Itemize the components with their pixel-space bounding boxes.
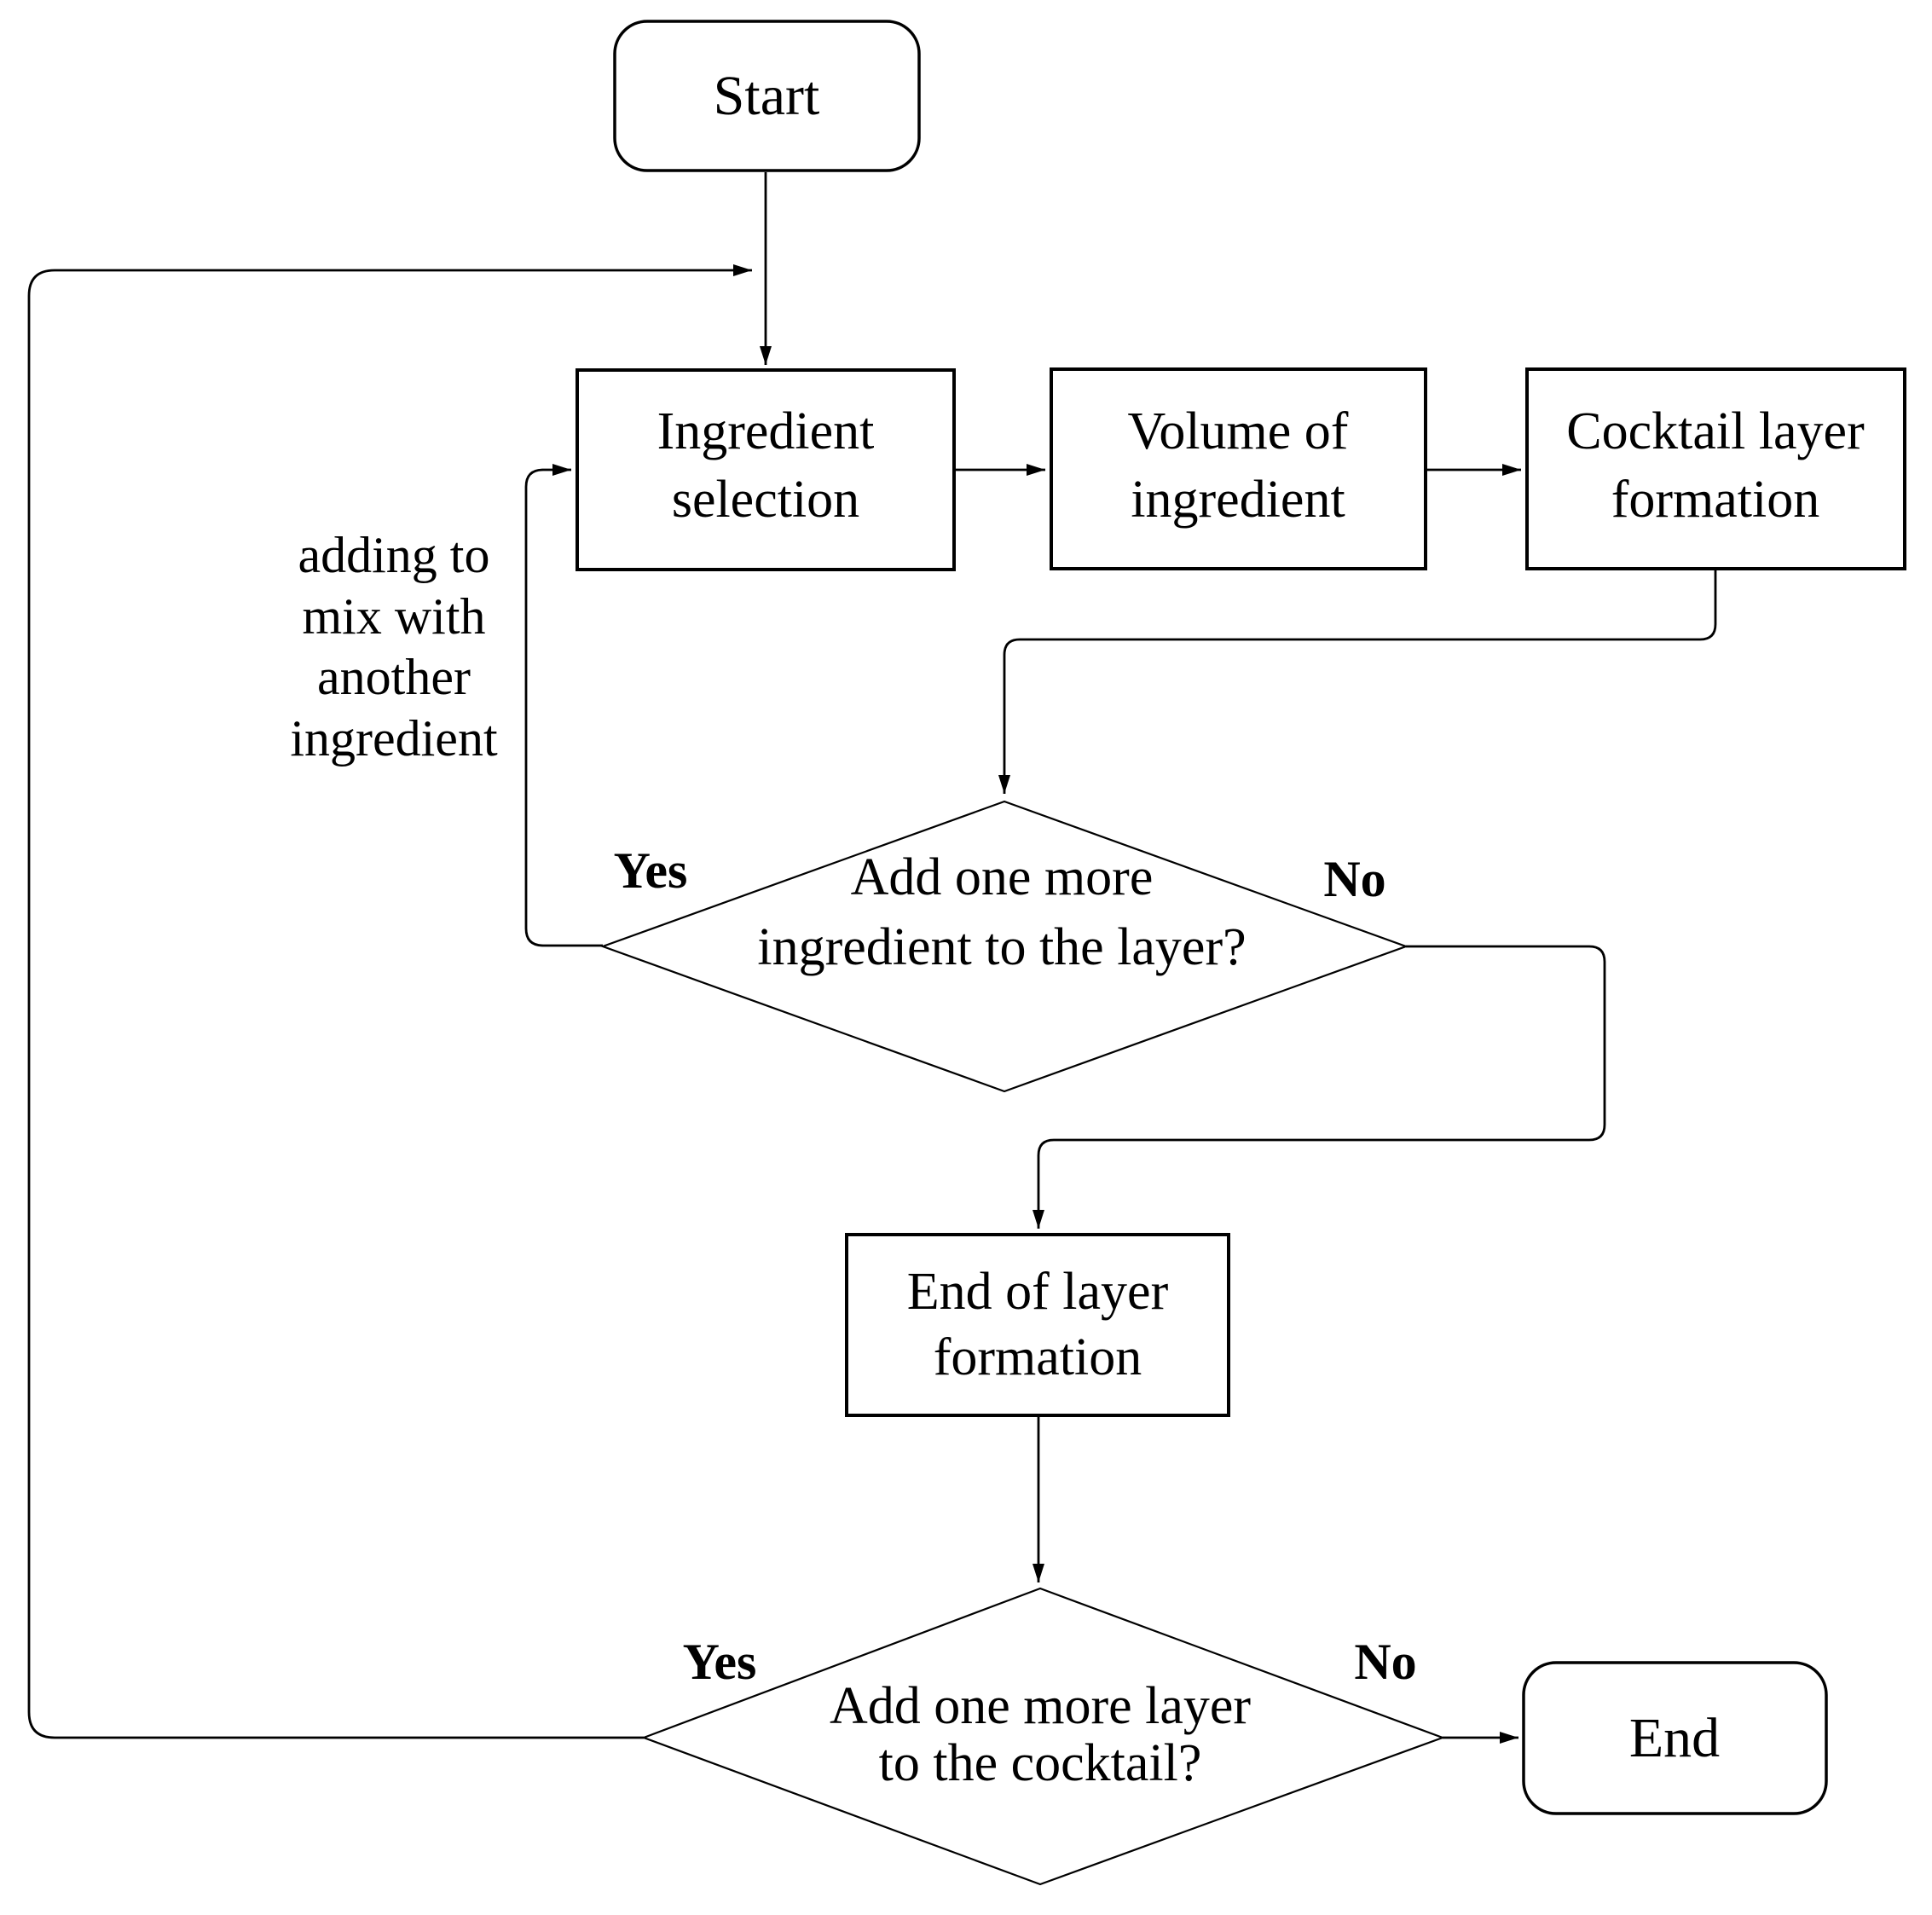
end-node (1522, 1661, 1828, 1815)
end-of-layer-formation-node (845, 1233, 1230, 1417)
loop-note-line3: another (317, 649, 471, 705)
edge-yes-ingredient-loop (524, 464, 603, 947)
ingredient-selection-node (576, 368, 956, 571)
loop-note-line2: mix with (302, 588, 485, 645)
cocktail-layer-line1: Cocktail layer (1566, 402, 1865, 460)
no-label-layer: No (1354, 1634, 1416, 1690)
loop-note-line4: ingredient (290, 710, 498, 767)
end-of-layer-line2: formation (934, 1328, 1142, 1386)
decision-add-ingredient-node (599, 800, 1409, 1093)
start-label: Start (714, 65, 820, 127)
cocktail-layer-formation-node (1525, 367, 1906, 570)
ingredient-selection-line2: selection (672, 471, 859, 529)
decision-add-ingredient-line2: ingredient to the layer? (757, 918, 1246, 976)
end-label: End (1629, 1707, 1720, 1769)
decision-add-layer-node (640, 1587, 1446, 1886)
no-label-ingredient: No (1323, 851, 1385, 907)
cocktail-layer-line2: formation (1611, 471, 1820, 529)
ingredient-selection-line1: Ingredient (657, 402, 875, 460)
decision-add-ingredient-line1: Add one more (851, 848, 1154, 906)
end-of-layer-line1: End of layer (907, 1263, 1169, 1321)
volume-of-ingredient-node (1050, 367, 1427, 570)
nodes: Start Ingredient selection Volume of ing… (576, 20, 1906, 1886)
decision-add-layer-line2: to the cocktail? (879, 1734, 1202, 1792)
edge-cocktail-to-decision1 (998, 569, 1717, 794)
volume-line2: ingredient (1131, 471, 1345, 529)
decision-add-layer-line1: Add one more layer (830, 1677, 1251, 1735)
loop-note: adding to mix with another ingredient (290, 527, 498, 767)
edge-no-to-end-of-layer (1033, 945, 1606, 1229)
start-node (613, 20, 921, 172)
edge-labels: Yes No Yes No adding to mix with another… (290, 527, 1416, 1690)
loop-note-line1: adding to (298, 527, 490, 583)
edge-yes-layer-loop (27, 264, 752, 1739)
yes-label-layer: Yes (683, 1634, 757, 1690)
volume-line1: Volume of (1128, 402, 1349, 460)
edges (27, 172, 1717, 1744)
yes-label-ingredient: Yes (614, 842, 688, 899)
